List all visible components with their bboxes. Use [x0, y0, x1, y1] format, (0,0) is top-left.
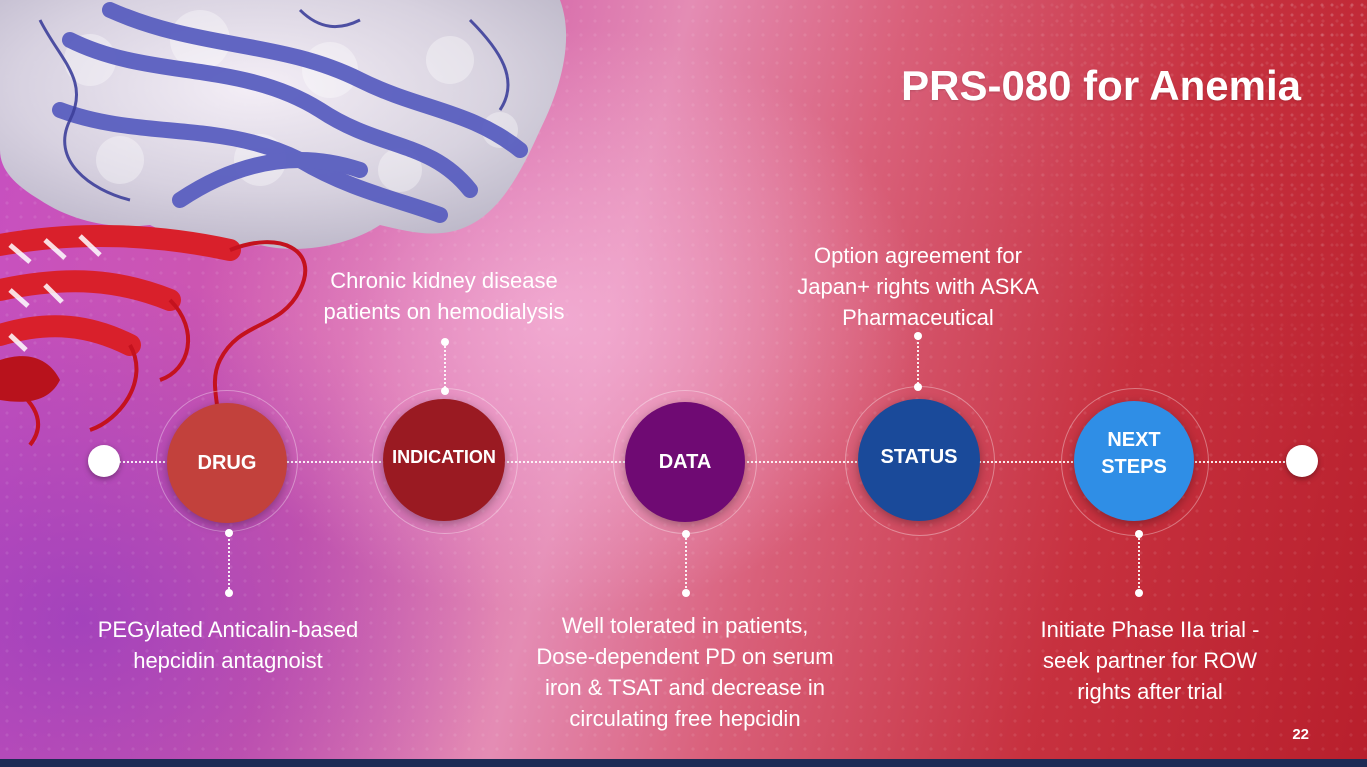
- status-connector-node: [914, 332, 922, 340]
- indication-connector: [444, 342, 446, 392]
- next-steps-connector: [1138, 534, 1140, 592]
- indication-caption: Chronic kidney disease patients on hemod…: [323, 268, 565, 324]
- data-caption: Well tolerated in patients, Dose-depende…: [536, 613, 834, 731]
- bottom-bar: [0, 759, 1367, 767]
- slide-title: PRS-080 for Anemia: [901, 62, 1301, 109]
- next-steps-circle: NEXT STEPS: [1074, 401, 1194, 521]
- data-label: DATA: [658, 450, 712, 473]
- drug-label: DRUG: [197, 451, 257, 474]
- next-steps-label-line1: NEXT: [1107, 429, 1161, 451]
- status-label: STATUS: [880, 445, 958, 468]
- drug-circle: DRUG: [167, 403, 287, 523]
- data-circle: DATA: [625, 402, 745, 522]
- timeline-start-dot: [88, 445, 120, 477]
- indication-circle: INDICATION: [383, 399, 505, 521]
- timeline-end-dot: [1286, 445, 1318, 477]
- drug-connector-node: [225, 529, 233, 537]
- drug-connector-node: [225, 589, 233, 597]
- data-connector-node: [682, 530, 690, 538]
- protein-structure-illustration: [0, 0, 567, 447]
- page-number: 22: [1292, 726, 1309, 743]
- next-steps-connector-node: [1135, 589, 1143, 597]
- data-connector: [685, 534, 687, 592]
- status-connector: [917, 338, 919, 388]
- next-steps-label-line2: STEPS: [1101, 456, 1167, 478]
- indication-connector-node: [441, 338, 449, 346]
- indication-connector-node: [441, 387, 449, 395]
- next-steps-caption: Initiate Phase IIa trial - seek partner …: [1040, 617, 1260, 704]
- status-circle: STATUS: [858, 399, 980, 521]
- data-connector-node: [682, 589, 690, 597]
- drug-connector: [228, 532, 230, 592]
- next-steps-connector-node: [1135, 530, 1143, 538]
- status-caption: Option agreement for Japan+ rights with …: [797, 243, 1039, 330]
- status-connector-node: [914, 383, 922, 391]
- indication-label: INDICATION: [392, 446, 496, 467]
- drug-caption: PEGylated Anticalin-based hepcidin antag…: [97, 617, 359, 673]
